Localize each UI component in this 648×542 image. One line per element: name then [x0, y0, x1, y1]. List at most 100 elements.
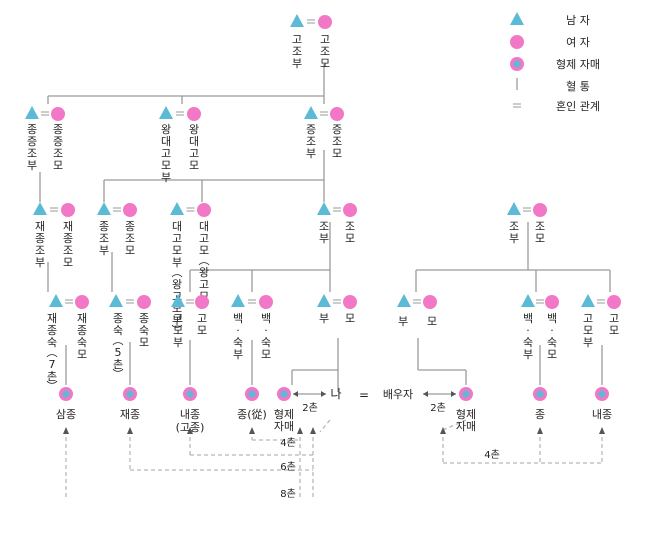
jomo-icon — [343, 203, 357, 217]
baeksukbu-icon — [231, 294, 245, 307]
jamae-label: 자매 — [274, 420, 294, 433]
gomobu-icon — [171, 294, 185, 307]
sibling-inner-icon — [126, 390, 134, 398]
sibling-inner-icon — [186, 390, 194, 398]
sibling-inner-icon — [280, 390, 288, 398]
bu-maternal-icon — [397, 294, 411, 307]
sibling-inner-icon — [536, 390, 544, 398]
jaejong-label: 재종 — [120, 408, 140, 421]
jongsuk-icon — [109, 294, 123, 307]
gomobu-maternal-icon — [581, 294, 595, 307]
sibling-inner-icon — [248, 390, 256, 398]
jongjeungjomo-icon — [51, 107, 65, 121]
jongsukmo-icon — [137, 295, 151, 309]
mo-label: 모 — [345, 312, 355, 325]
arrow-up-icon — [187, 427, 193, 434]
legend-male-label: 남 자 — [566, 14, 590, 27]
legend-male-icon — [510, 12, 524, 25]
arrow-right-icon — [451, 391, 456, 397]
relation-6chon-label: 6촌 — [280, 461, 296, 473]
marriage-sign: = — [359, 388, 369, 402]
jobu-maternal-icon — [507, 202, 521, 215]
relation-4chon-label: 4촌 — [280, 437, 296, 449]
relation-2chon-left: 2촌 — [302, 402, 318, 414]
naejong-label: 내종 — [180, 408, 200, 421]
hyeongje-label: 형제 — [274, 408, 294, 421]
relation-8chon-label: 8촌 — [280, 488, 296, 500]
jong-label: 종(從) — [237, 408, 267, 421]
legend-sibling-label: 형제 자매 — [556, 58, 600, 71]
legend-female-label: 여 자 — [566, 36, 590, 49]
legend-blood-label: 혈 통 — [566, 79, 590, 93]
jaejongjomo-icon — [61, 203, 75, 217]
baeksukbu-maternal-icon — [521, 294, 535, 307]
arrow-up-icon — [310, 427, 316, 434]
legend-female-icon — [510, 35, 524, 49]
baeuja-label: 배우자 — [383, 388, 413, 401]
relation-2chon-right: 2촌 — [430, 402, 446, 414]
jeungjomo-icon — [330, 107, 344, 121]
arrow-up-icon — [63, 427, 69, 434]
gojong-label: (고종) — [176, 421, 205, 434]
gomo-icon — [195, 295, 209, 309]
gomo-maternal-icon — [607, 295, 621, 309]
bu-label: 부 — [319, 312, 329, 325]
arrow-up-icon — [297, 427, 303, 434]
arrow-up-icon — [127, 427, 133, 434]
arrow-up-icon — [440, 427, 446, 434]
mo-maternal-icon — [423, 295, 437, 309]
jobu-icon — [317, 202, 331, 215]
jong-maternal-label: 종 — [535, 408, 545, 421]
legend-marriage-label: 혼인 관계 — [556, 100, 600, 113]
jongjobu-icon — [97, 202, 111, 215]
gojobu-icon — [290, 14, 304, 27]
hyeongje-maternal-label: 형제 — [456, 408, 476, 421]
gojomo-icon — [318, 15, 332, 29]
daegomo-icon — [197, 203, 211, 217]
arrow-up-icon — [249, 427, 255, 434]
jaejongsukmo-icon — [75, 295, 89, 309]
sibling-inner-icon — [62, 390, 70, 398]
jamae-maternal-label: 자매 — [456, 420, 476, 433]
sibling-inner-icon — [462, 390, 470, 398]
sibling-inner-icon — [598, 390, 606, 398]
jomo-maternal-icon — [533, 203, 547, 217]
arrow-up-icon — [599, 427, 605, 434]
sibling-inner-icon — [513, 60, 521, 68]
mo-maternal-label: 모 — [427, 315, 437, 328]
jongjeungjobu-icon — [25, 106, 39, 119]
arrow-up-icon — [537, 427, 543, 434]
naejong-maternal-label: 내종 — [592, 408, 612, 421]
relation-4chon-maternal-label: 4촌 — [484, 449, 500, 461]
jeungjobu-icon — [304, 106, 318, 119]
baeksukmo-icon — [259, 295, 273, 309]
arrow-right-icon — [321, 391, 326, 397]
wangdaegomo-icon — [187, 107, 201, 121]
